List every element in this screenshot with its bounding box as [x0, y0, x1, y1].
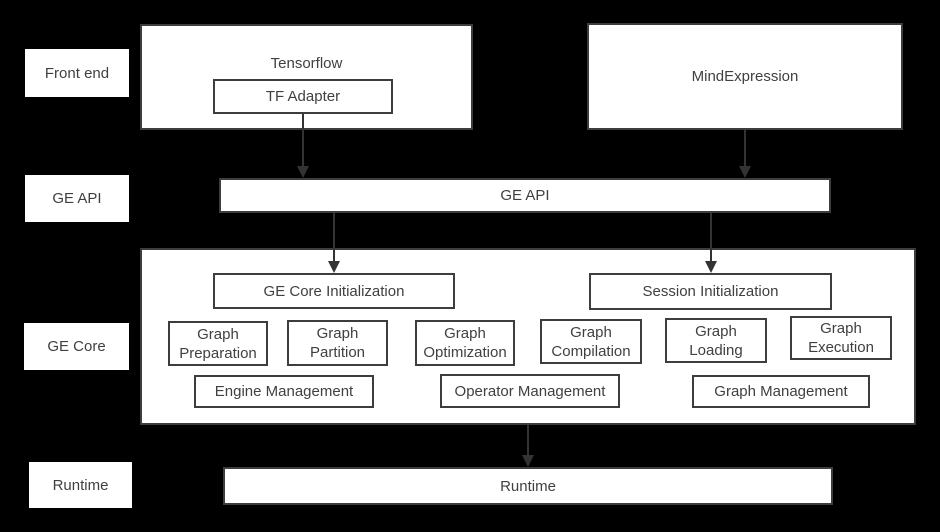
row-label-ge-api: GE API: [25, 175, 129, 222]
graph-management-box: Graph Management: [692, 375, 870, 408]
engine-management-box: Engine Management: [194, 375, 374, 408]
arrow-mindexpression-to-ge-api: [739, 130, 751, 178]
tensorflow-label: Tensorflow: [270, 55, 343, 72]
session-initialization-box: Session Initialization: [589, 273, 832, 310]
graph-compilation-box: Graph Compilation: [540, 319, 642, 364]
graph-partition-box: Graph Partition: [287, 320, 388, 366]
operator-management-box: Operator Management: [440, 374, 620, 408]
ge-core-initialization-box: GE Core Initialization: [213, 273, 455, 309]
graph-optimization-box: Graph Optimization: [415, 320, 515, 366]
graph-preparation-box: Graph Preparation: [168, 321, 268, 366]
runtime-bar: Runtime: [223, 467, 833, 505]
ge-api-bar: GE API: [219, 178, 831, 213]
row-label-runtime: Runtime: [29, 462, 132, 508]
graph-loading-box: Graph Loading: [665, 318, 767, 363]
ge-core-box: GE Core Initialization Session Initializ…: [140, 248, 916, 425]
mindexpression-box: MindExpression: [587, 23, 903, 130]
row-label-front-end: Front end: [25, 49, 129, 97]
row-label-ge-core: GE Core: [24, 323, 129, 370]
tensorflow-box: Tensorflow TF Adapter: [140, 24, 473, 130]
tf-adapter-box: TF Adapter: [213, 79, 393, 114]
arrow-ge-core-to-runtime: [522, 425, 534, 467]
graph-execution-box: Graph Execution: [790, 316, 892, 360]
